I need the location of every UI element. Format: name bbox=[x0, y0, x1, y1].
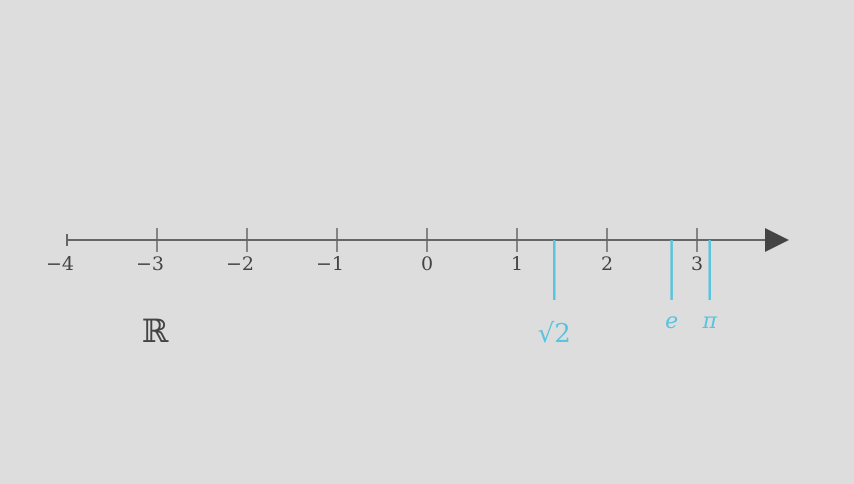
axis-arrowhead bbox=[765, 228, 789, 252]
tick-label: −2 bbox=[226, 253, 254, 275]
tick-label: −4 bbox=[46, 253, 74, 275]
axis-layer bbox=[66, 228, 789, 252]
tick-label: 0 bbox=[421, 253, 433, 275]
tick-label: 2 bbox=[601, 253, 613, 275]
label-pi: π bbox=[702, 309, 718, 334]
tick-label: −1 bbox=[316, 253, 344, 275]
real-numbers-symbol: ℝ bbox=[142, 312, 169, 350]
label-e: e bbox=[665, 309, 678, 334]
tick-label: 1 bbox=[511, 253, 523, 275]
label-sqrt2: √2 bbox=[538, 319, 571, 349]
tick-label: 3 bbox=[691, 253, 703, 275]
tick-label: −3 bbox=[136, 253, 164, 275]
ticks-layer: −4 −3 −2 −1 0 1 2 3 bbox=[46, 228, 703, 275]
